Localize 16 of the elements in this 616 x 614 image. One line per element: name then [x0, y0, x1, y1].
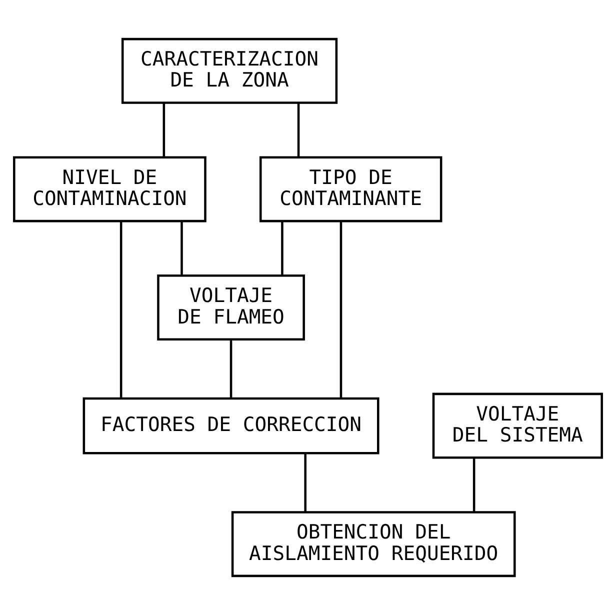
node-box: NIVEL DE CONTAMINACION — [13, 156, 206, 222]
node-box: FACTORES DE CORRECCION — [82, 396, 380, 454]
connector — [162, 102, 166, 157]
node-box: CARACTERIZACION DE LA ZONA — [121, 37, 338, 104]
connector — [230, 339, 232, 398]
connector — [340, 220, 342, 398]
connector — [180, 221, 183, 276]
connector — [304, 452, 306, 512]
connector — [281, 221, 284, 276]
node-box: TIPO DE CONTAMINANTE — [259, 156, 442, 222]
node-box: VOLTAJE DE FLAMEO — [157, 274, 305, 340]
node-box: VOLTAJE DEL SISTEMA — [432, 392, 603, 458]
connector — [472, 458, 476, 512]
connector — [297, 102, 300, 157]
connector — [120, 220, 122, 398]
node-box: OBTENCION DEL AISLAMIENTO REQUERIDO — [231, 510, 516, 577]
